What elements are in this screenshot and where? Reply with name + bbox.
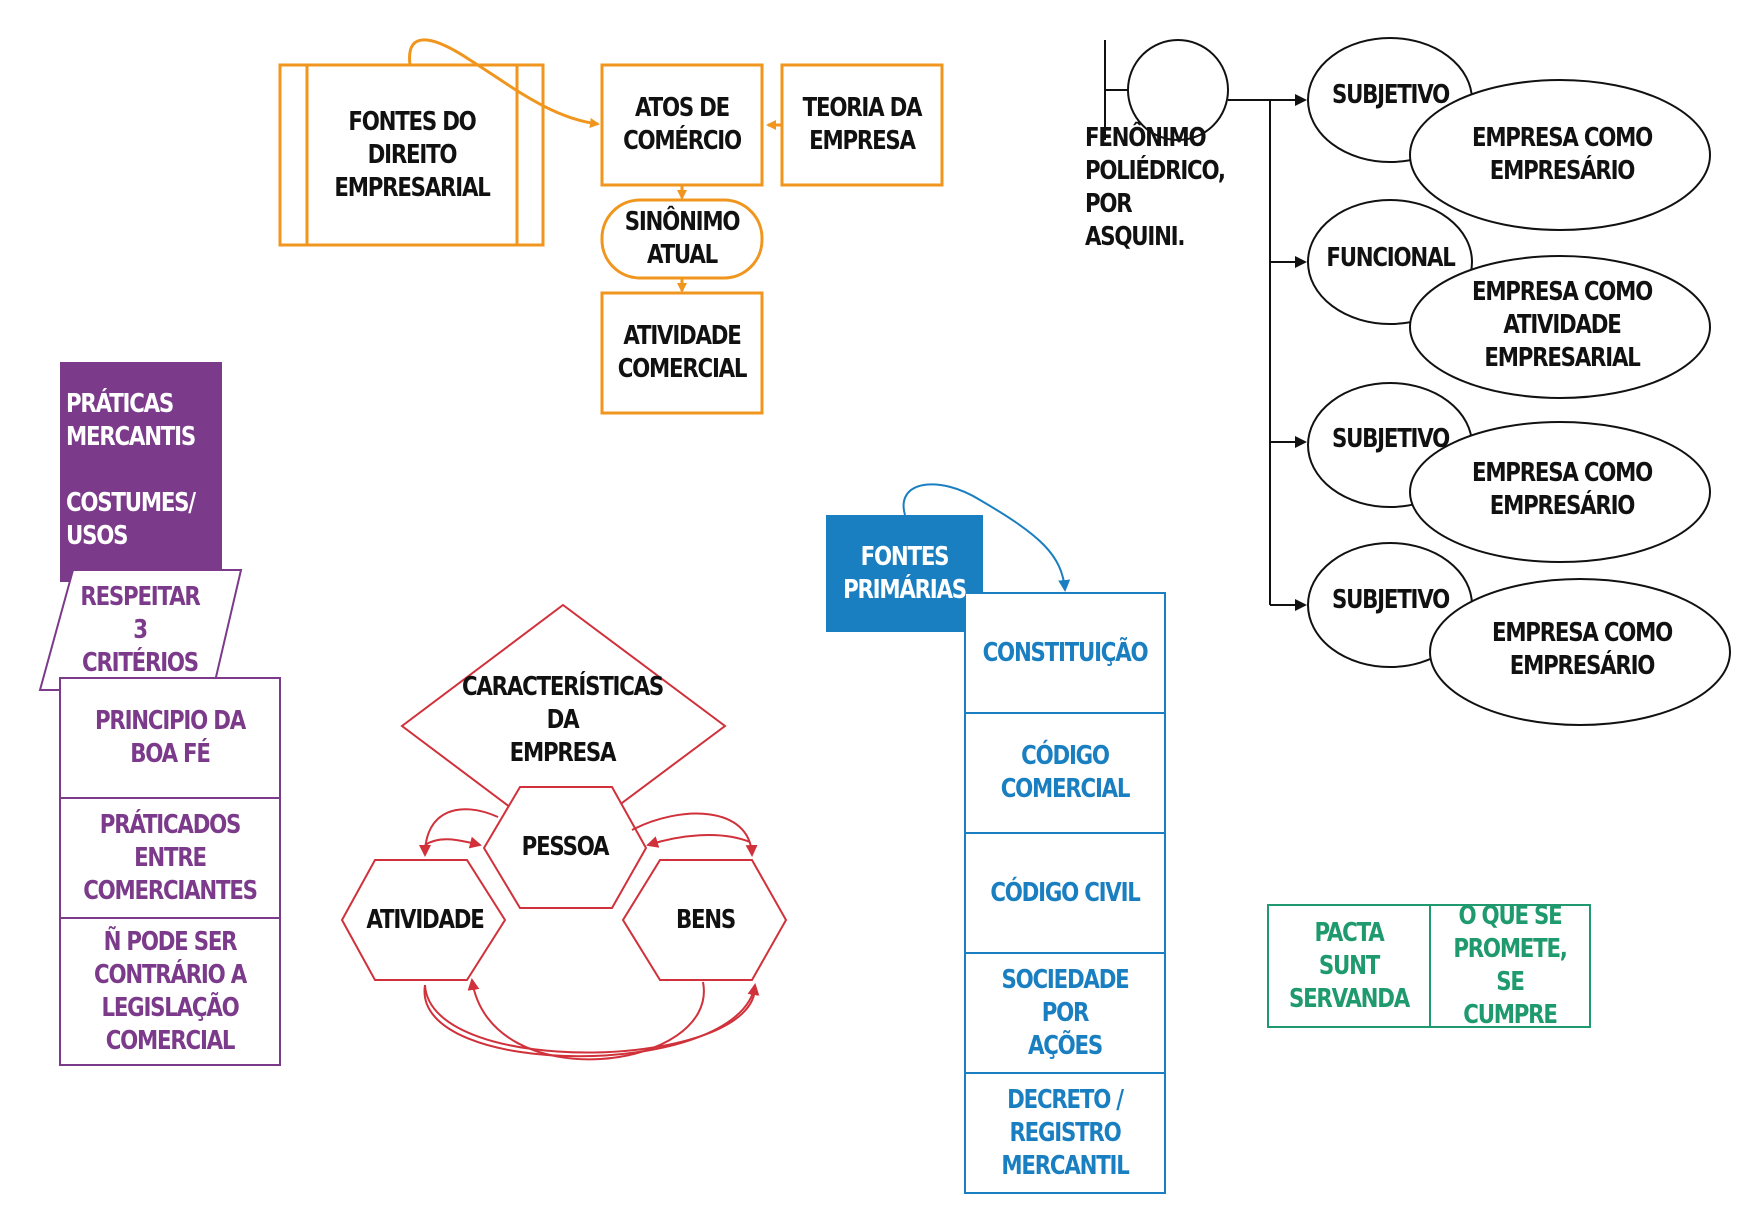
blue-item-label-4: SOCIEDADE POR AÇÕES bbox=[1001, 964, 1129, 1061]
desc-label-1: EMPRESA COMO EMPRESÁRIO bbox=[1471, 123, 1653, 186]
bens-to-pessoa-arrow bbox=[646, 834, 751, 848]
purple-item-box-2[interactable] bbox=[59, 797, 281, 919]
desc-ellipse-1[interactable] bbox=[1409, 79, 1711, 231]
type-label-2: FUNCIONAL bbox=[1326, 242, 1456, 273]
promete-box[interactable] bbox=[1429, 904, 1591, 1028]
blue-item-label-2: CÓDIGO COMERCIAL bbox=[1000, 741, 1131, 804]
blue-item-box-5[interactable] bbox=[964, 1072, 1166, 1194]
atividade-comercial-label: ATIVIDADE COMERCIAL bbox=[617, 321, 748, 384]
desc-ellipse-2[interactable] bbox=[1409, 255, 1711, 399]
fontes-primarias-header[interactable] bbox=[826, 515, 983, 632]
blue-item-label-5: DECRETO / REGISTRO MERCANTIL bbox=[1001, 1084, 1129, 1181]
promete-label: O QUE SE PROMETE, SE CUMPRE bbox=[1453, 901, 1568, 1030]
pessoa-to-bens-arrow bbox=[631, 812, 758, 857]
blue-group bbox=[826, 483, 1166, 1194]
purple-item-box-3[interactable] bbox=[59, 917, 281, 1066]
purple-item-box-1[interactable] bbox=[59, 677, 281, 799]
praticas-header-box[interactable] bbox=[60, 362, 222, 582]
pessoa-label: PESSOA bbox=[521, 831, 610, 862]
type-label-4: SUBJETIVO bbox=[1331, 584, 1450, 615]
root-label: FENÔNIMO POLIÉDRICO, POR ASQUINI. bbox=[1085, 122, 1226, 252]
pacta-label: PACTA SUNT SERVANDA bbox=[1288, 917, 1410, 1014]
bens-label: BENS bbox=[675, 904, 736, 935]
pacta-box[interactable] bbox=[1267, 904, 1431, 1028]
pessoa-hexagon[interactable] bbox=[482, 786, 648, 909]
type-label-3: SUBJETIVO bbox=[1331, 423, 1450, 454]
teoria-label: TEORIA DA EMPRESA bbox=[802, 93, 923, 156]
type-label-1: SUBJETIVO bbox=[1331, 79, 1450, 110]
green-group bbox=[1267, 904, 1591, 1028]
bens-hexagon[interactable] bbox=[621, 859, 788, 981]
desc-label-4: EMPRESA COMO EMPRESÁRIO bbox=[1491, 618, 1673, 681]
purple-group bbox=[38, 362, 281, 1066]
blue-item-box-2[interactable] bbox=[964, 712, 1166, 834]
red-group bbox=[340, 603, 788, 1061]
blue-item-box-4[interactable] bbox=[964, 952, 1166, 1074]
sinonimo-label: SINÔNIMO ATUAL bbox=[624, 207, 741, 270]
desc-ellipse-4[interactable] bbox=[1429, 578, 1731, 726]
desc-label-2: EMPRESA COMO ATIVIDADE EMPRESARIAL bbox=[1471, 277, 1653, 373]
purple-item-label-3: Ñ PODE SER CONTRÁRIO A LEGISLAÇÃO COMERC… bbox=[94, 926, 247, 1056]
purple-item-label-2: PRÁTICADOS ENTRE COMERCIANTES bbox=[83, 809, 258, 906]
atividade-to-bens-lower-arrow bbox=[424, 984, 757, 1054]
atividade-label: ATIVIDADE bbox=[366, 904, 484, 935]
bens-to-atividade-arrow bbox=[467, 978, 705, 1061]
blue-item-label-1: CONSTITUIÇÃO bbox=[982, 637, 1149, 668]
black-group bbox=[1104, 37, 1731, 726]
atividade-to-bens-arrow bbox=[423, 983, 760, 1058]
purple-item-label-1: PRINCIPIO DA BOA FÉ bbox=[95, 706, 246, 769]
desc-label-3: EMPRESA COMO EMPRESÁRIO bbox=[1471, 458, 1653, 521]
fontes-to-atos-arrow bbox=[408, 38, 600, 128]
orange-group bbox=[278, 38, 944, 415]
caracteristicas-label: CARACTERÍSTICAS DA EMPRESA bbox=[461, 671, 664, 768]
atos-label: ATOS DE COMÉRCIO bbox=[623, 93, 742, 156]
desc-ellipse-3[interactable] bbox=[1409, 421, 1711, 563]
fontes-label: FONTES DO DIREITO EMPRESARIAL bbox=[334, 106, 490, 203]
atividade-to-pessoa-arrow bbox=[424, 836, 482, 849]
praticas-header-label: PRÁTICAS MERCANTIS COSTUMES/ USOS bbox=[66, 388, 196, 551]
fontes-primarias-arrow bbox=[902, 483, 1071, 592]
root-circle[interactable] bbox=[1127, 39, 1229, 141]
fontes-primarias-label: FONTES PRIMÁRIAS bbox=[843, 541, 967, 605]
fontes-box[interactable] bbox=[278, 63, 545, 247]
blue-item-box-1[interactable] bbox=[964, 592, 1166, 714]
atividade-box[interactable] bbox=[600, 291, 764, 415]
blue-item-label-3: CÓDIGO CIVIL bbox=[990, 877, 1141, 908]
pessoa-to-atividade-arrow bbox=[419, 808, 499, 857]
criterios-label: RESPEITAR 3 CRITÉRIOS bbox=[80, 581, 200, 678]
atividade-hexagon[interactable] bbox=[340, 859, 507, 981]
